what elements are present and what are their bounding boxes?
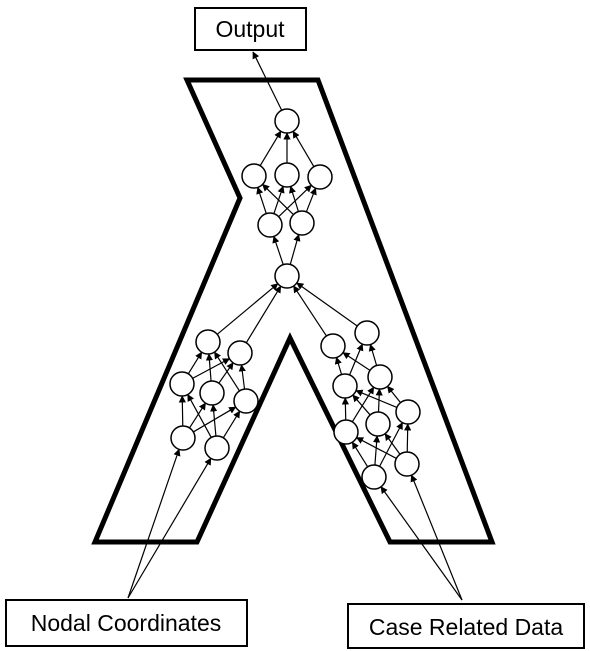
edge-r4b-to-r3b [384,433,401,455]
edge-r4b-to-r3c [404,423,412,453]
neuron-node-h1a [241,163,267,189]
neuron-node-h1b [274,162,300,188]
edge-r3a-to-r2b [351,386,375,423]
edge-l2a-to-l1b [192,358,231,379]
neuron-node-h2b [289,210,315,236]
edge-l3b-to-l2b [210,404,218,437]
neuron-node-r1b [354,320,380,346]
neuron-node-r3c [395,399,421,425]
case-input-arrow-1 [380,486,463,601]
neuron-node-l2b [199,380,225,406]
edge-h2b-to-h1a [262,183,294,216]
edge-join-to-h2a [272,235,284,265]
edge-r4a-to-r3c [379,421,403,467]
neuron-node-r3b [365,411,391,437]
edge-l2b-to-l1b [218,362,234,384]
edge-r2b-to-r1b [368,343,378,366]
neuron-node-r4a [361,464,387,490]
edge-r4a-to-r3a [351,441,369,468]
edge-r1a-to-join [293,285,327,337]
edge-r3c-to-r2a [355,389,398,408]
edge-h2b-to-h1b [289,185,299,212]
case-related-data-text: Case Related Data [369,614,564,640]
neuron-node-out [274,108,300,134]
output-box [194,7,307,51]
neuron-node-l2c [233,388,259,414]
nodal-input-arrow-2 [127,457,212,599]
output-text: Output [215,16,285,42]
neuron-node-l3a [170,425,196,451]
neuron-node-l3b [204,435,230,461]
output-arrow [252,51,283,111]
edge-h2a-to-h1a [256,186,267,214]
edge-h1c-to-out [292,130,315,167]
edge-r2a-to-r1a [334,356,343,375]
edge-l3a-to-l2a [178,395,186,427]
neuron-node-l2a [169,371,195,397]
edge-r2b-to-r1a [342,352,371,371]
neuron-node-r4b [394,451,420,477]
edge-l2b-to-l1a [205,353,214,382]
neuron-node-join [274,263,300,289]
nodal-input-arrow-1 [127,448,181,599]
edge-r1b-to-join [296,282,358,327]
neuron-node-r3a [333,419,359,445]
nodal-coordinates-box [5,599,248,647]
neuron-node-r2a [332,373,358,399]
edge-l3b-to-l2a [187,393,212,438]
case-related-data-label: Case Related Data [347,603,585,649]
case-related-data-box [347,603,585,649]
output-label: Output [194,7,307,51]
edge-l2c-to-l1b [238,364,246,390]
edge-l3b-to-l2c [222,410,241,439]
nodal-coordinates-text: Nodal Coordinates [31,610,222,636]
neuron-node-r2b [367,364,393,390]
edge-r3b-to-r2a [352,394,371,416]
neuron-node-l1a [195,329,221,355]
network-nodes [169,108,421,490]
neuron-node-l1b [227,340,253,366]
edge-r2a-to-r1b [349,343,364,376]
edge-l1a-to-join [216,283,279,335]
edge-r4a-to-r3b [373,435,381,466]
edge-h2b-to-h1c [305,187,317,213]
case-input-arrow-2 [410,474,463,601]
nodal-coordinates-label: Nodal Coordinates [5,599,248,647]
edge-l3a-to-l2b [188,402,207,429]
edge-l2a-to-l1a [187,351,203,375]
neuron-node-r1a [320,333,346,359]
edge-h1a-to-out [259,130,282,167]
edge-join-to-h2b [289,233,301,265]
lambda-outline [91,77,496,545]
neuron-node-h2a [257,212,283,238]
edge-r3c-to-r2b [387,385,401,404]
edge-l1b-to-join [245,285,282,344]
edge-r4b-to-r3a [355,437,397,459]
neuron-node-h1c [307,164,333,190]
edge-l2c-to-l1a [213,351,241,392]
network-edges [127,51,463,601]
